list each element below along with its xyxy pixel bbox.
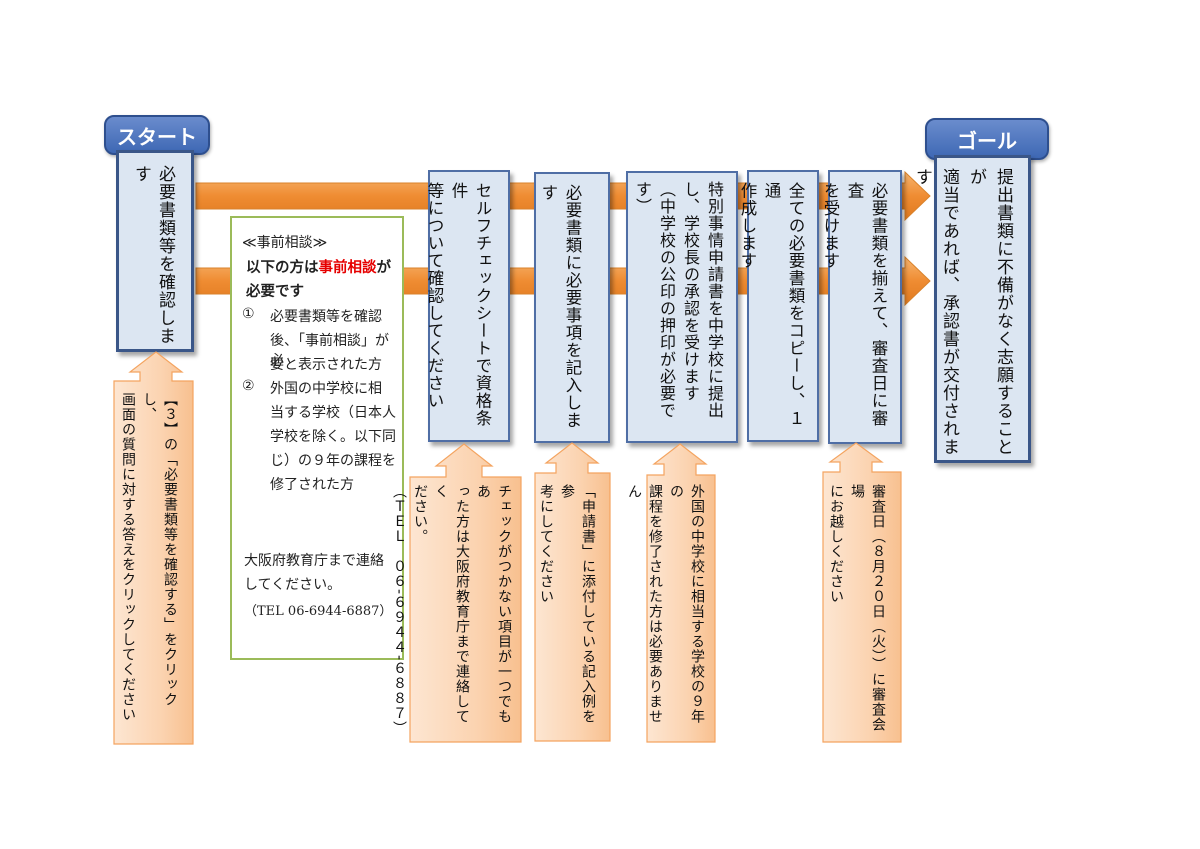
consult-item1-l2: 後、「事前相談」が必 [270, 333, 389, 369]
step-7-text: 提出書類に不備がなく志願することが 適当であれば、承認書が交付されます [912, 168, 1013, 456]
consult-lead: 以下の方は事前相談が [246, 256, 391, 277]
note-2-text: チェックがつかない項目が一つでもあ った方は大阪府教育庁まで連絡してく ださい。… [391, 484, 512, 737]
consult-heading: ≪事前相談≫ [242, 235, 328, 251]
step-3-text: 必要書類に必要事項を記入します [539, 184, 582, 429]
note-3-text: 「申請書」に添付している記入例を参 考にしてください [538, 484, 596, 724]
step-3-fill-in: 必要書類に必要事項を記入します [534, 172, 610, 443]
pre-consultation-box: ≪事前相談≫ 以下の方は事前相談が 必要です ① 必要書類等を確認 後、「事前相… [230, 216, 404, 660]
step-4-text: 特別事情申請書を中学校に提出 し、学校長の承認を受けます （中学校の公印の押印が… [633, 181, 724, 419]
consult-item2-l4: じ）の９年の課程を [270, 453, 396, 469]
step-2-self-check: セルフチェックシートで資格条件 等について確認してください [425, 170, 510, 442]
step-5-text: 全ての必要書類をコピーし、１通 作成します [738, 182, 805, 427]
note-5-text: 審査日（８月２０日（火））に審査会場 にお越しください [828, 484, 886, 732]
goal-label: ゴール [925, 118, 1049, 160]
consult-item1-l1: 必要書類等を確認 [270, 309, 382, 325]
consult-lead-1: 以下の方は [246, 260, 319, 276]
step-5-copy: 全ての必要書類をコピーし、１通 作成します [738, 170, 819, 442]
step-2-text: セルフチェックシートで資格条件 等について確認してください [425, 182, 492, 427]
note-4-text: 外国の中学校に相当する学校の９年の 課程を修了された方は必要ありません [626, 484, 705, 724]
consult-item2-l1: 外国の中学校に相 [270, 381, 382, 397]
step-7-goal-certificate: 提出書類に不備がなく志願することが 適当であれば、承認書が交付されます [912, 155, 1031, 463]
consult-lead-highlight: 事前相談 [318, 260, 377, 276]
note-1-text: 【３】の「必要書類等を確認する」をクリックし、 画面の質問に対する答えをクリック… [120, 392, 178, 722]
consult-item2-l5: 修了された方 [270, 477, 354, 493]
step-1-text: 必要書類等を確認します [131, 165, 175, 345]
consult-item1-num: ① [242, 306, 255, 322]
consult-lead-2: が [376, 260, 392, 276]
consult-contact-tel: （TEL 06-6944-6887） [244, 604, 393, 619]
consult-contact-l1: 大阪府教育庁まで連絡 [244, 553, 384, 569]
consult-lead-3: 必要です [246, 284, 304, 300]
start-label: スタート [104, 115, 210, 155]
step-6-examination: 必要書類を揃えて、審査日に審査 を受けます [821, 170, 902, 444]
step-1-check-documents: 必要書類等を確認します [116, 150, 194, 352]
consult-contact-l2: してください。 [244, 577, 342, 593]
step-4-special-application: 特別事情申請書を中学校に提出 し、学校長の承認を受けます （中学校の公印の押印が… [626, 171, 738, 443]
consult-item2-l2: 当する学校（日本人 [270, 405, 396, 421]
consult-item2-l3: 学校を除く。以下同 [270, 429, 396, 445]
consult-item2-num: ② [242, 378, 255, 394]
step-6-text: 必要書類を揃えて、審査日に審査 を受けます [821, 182, 888, 427]
consult-item1-l3: 要と表示された方 [270, 357, 382, 373]
